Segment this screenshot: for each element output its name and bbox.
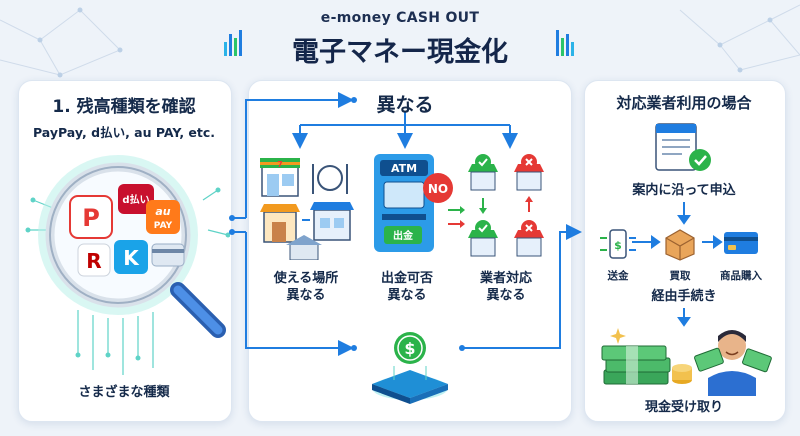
svg-text:d払い: d払い xyxy=(122,193,149,206)
cash-receive-label: 現金受け取り xyxy=(644,400,723,415)
magnifier-with-apps: P d払い au PAY R K xyxy=(25,155,230,375)
usage-places-label: 使える場所 異なる xyxy=(273,271,339,303)
page-title: 電子マネー現金化 xyxy=(292,37,508,68)
svg-text:NO: NO xyxy=(428,182,448,196)
credit-card-icon xyxy=(151,243,185,267)
happy-person-icon xyxy=(694,330,772,396)
svg-text:$: $ xyxy=(404,339,415,358)
left-panel-subtitle: PayPay, d払い, au PAY, etc. xyxy=(32,125,216,140)
apply-step-label: 案内に沿って申込 xyxy=(632,183,736,198)
product-card-icon xyxy=(724,232,758,254)
store-approved-icon-2 xyxy=(468,220,498,257)
right-panel-title: 対応業者利用の場合 xyxy=(616,94,752,112)
svg-text:7: 7 xyxy=(277,160,283,169)
send-label: 送金 xyxy=(607,270,629,282)
store-approved-icon-1 xyxy=(468,154,498,191)
header-subtitle: e-money CASH OUT xyxy=(320,10,480,26)
shop-icon xyxy=(260,204,300,243)
flow-arrows-icon xyxy=(448,196,533,228)
title-bars-left-icon xyxy=(224,30,242,56)
cash-receive-illustration xyxy=(601,328,772,396)
store-rejected-icon-1 xyxy=(514,154,544,191)
kyash-icon: K xyxy=(114,240,148,274)
svg-text:au: au xyxy=(155,205,170,218)
svg-text:P: P xyxy=(82,204,100,232)
store-rejected-icon-2 xyxy=(514,220,544,257)
au-pay-icon: au PAY xyxy=(146,200,180,234)
paypay-icon: P xyxy=(69,195,113,239)
route-label: 経由手続き xyxy=(651,289,717,304)
cash-coin-platform-icon: $ xyxy=(372,332,448,404)
convenience-store-icon: 7 xyxy=(260,158,300,197)
title-bars-right-icon xyxy=(556,30,574,56)
svg-text:$: $ xyxy=(614,239,622,252)
middle-panel-title: 異なる xyxy=(376,94,434,116)
atm-icon: ATM 出金 NO xyxy=(374,154,453,252)
purchase-label: 商品購入 xyxy=(720,270,762,282)
left-panel-title: 1. 残高種類を確認 xyxy=(52,97,196,117)
right-flow-arrows xyxy=(632,202,723,327)
coins-icon xyxy=(672,364,692,384)
svg-text:K: K xyxy=(123,246,140,270)
buy-label: 買取 xyxy=(669,270,691,282)
operator-support-label: 業者対応 異なる xyxy=(479,271,532,303)
no-badge: NO xyxy=(423,173,453,203)
usage-places-icons: 7 xyxy=(260,158,354,260)
building-icon xyxy=(286,235,322,260)
money-stack-icon xyxy=(601,345,671,385)
d-barai-icon: d払い xyxy=(118,184,154,214)
rakuten-pay-icon: R xyxy=(77,243,111,277)
svg-text:出金: 出金 xyxy=(393,229,414,242)
withdrawal-label: 出金可否 異なる xyxy=(380,271,433,303)
svg-text:R: R xyxy=(86,249,101,273)
svg-text:ATM: ATM xyxy=(391,162,417,175)
svg-text:PAY: PAY xyxy=(154,221,173,231)
sparkle-icon xyxy=(610,328,626,344)
store-front-icon xyxy=(310,202,354,241)
purchase-box-icon xyxy=(665,229,695,261)
operator-support-icons xyxy=(448,154,544,257)
send-money-icon: $ xyxy=(600,229,636,259)
restaurant-icon xyxy=(312,164,348,194)
left-panel-caption: さまざまな種類 xyxy=(78,385,170,400)
application-form-icon xyxy=(655,123,711,171)
